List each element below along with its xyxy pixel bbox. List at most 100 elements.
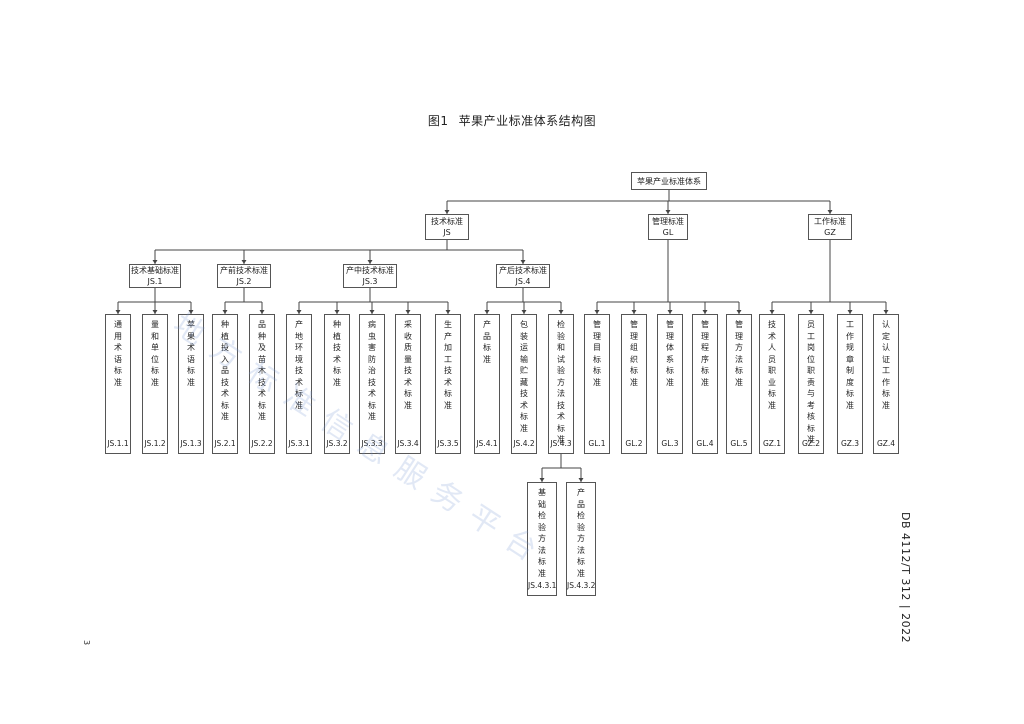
leaf-label: 管理体系标准 (666, 320, 674, 387)
sub-leaf-node: 基础检验方法标准 JS.4.3.1 (527, 482, 557, 596)
subcategory-code: JS.3 (362, 277, 378, 286)
connector-arrowhead (445, 310, 451, 314)
connector-arrowhead (152, 310, 158, 314)
leaf-label: 管理程序标准 (701, 320, 709, 387)
connector-arrowhead (769, 310, 775, 314)
leaf-label: 种植技术标准 (333, 320, 341, 387)
leaf-code: GZ.2 (801, 439, 821, 448)
connector-arrowhead (594, 310, 600, 314)
figure-title: 图1 苹果产业标准体系结构图 (0, 112, 1024, 129)
leaf-code: JS.3.4 (397, 439, 419, 448)
leaf-node: 认定认证工作标准 GZ.4 (873, 314, 899, 454)
connector-arrowhead (665, 210, 671, 214)
figure-number: 图1 (427, 114, 449, 128)
subcategory-label: 产中技术标准 (346, 266, 394, 275)
subcategory-label: 产后技术标准 (499, 266, 547, 275)
leaf-label: 管理组织标准 (630, 320, 638, 387)
sub-leaf-label: 基础检验方法标准 (538, 488, 546, 578)
subcategory-node-js4: 产后技术标准 JS.4 (496, 264, 550, 288)
connector-arrowhead (808, 310, 814, 314)
leaf-label: 量和单位标准 (151, 320, 159, 387)
leaf-code: GZ.4 (876, 439, 896, 448)
leaf-label: 采收质量技术标准 (404, 320, 412, 410)
leaf-label: 病虫害防治技术标准 (368, 320, 376, 421)
category-code: GL (662, 228, 674, 237)
connector-arrowhead (334, 310, 340, 314)
connector-arrowhead (484, 310, 490, 314)
leaf-label: 产地环境技术标准 (295, 320, 303, 410)
document-code-side-label: DB 4112/T 312 | 2022 (899, 512, 912, 644)
leaf-code: JS.1.3 (180, 439, 202, 448)
connector-arrowhead (152, 260, 158, 264)
connector-arrowhead (115, 310, 121, 314)
root-node: 苹果产业标准体系 (631, 172, 707, 190)
subcategory-label: 产前技术标准 (220, 266, 268, 275)
page-number: 3 (82, 639, 92, 646)
connector-arrowhead (367, 260, 373, 264)
connector-arrowhead (369, 310, 375, 314)
leaf-label: 管理方法标准 (735, 320, 743, 387)
leaf-label: 生产加工技术标准 (444, 320, 452, 410)
subcategory-code: JS.4 (515, 277, 531, 286)
leaf-code: JS.3.2 (326, 439, 348, 448)
sub-leaf-code: JS.4.3.2 (567, 581, 596, 590)
connector-arrowhead (827, 210, 833, 214)
category-label: 管理标准 (652, 217, 684, 226)
leaf-node: 种植技术标准 JS.3.2 (324, 314, 350, 454)
subcategory-node-js3: 产中技术标准 JS.3 (343, 264, 397, 288)
leaf-code: GL.4 (696, 439, 714, 448)
leaf-node: 病虫害防治技术标准 JS.3.3 (359, 314, 385, 454)
connector-arrowhead (241, 260, 247, 264)
leaf-label: 包装运输贮藏技术标准 (520, 320, 528, 433)
leaf-code: JS.3.3 (361, 439, 383, 448)
subcategory-code: JS.2 (236, 277, 252, 286)
leaf-label: 管理目标标准 (593, 320, 601, 387)
connector-arrowhead (259, 310, 265, 314)
leaf-label: 认定认证工作标准 (882, 320, 890, 410)
connector-arrowhead (847, 310, 853, 314)
leaf-code: JS.4.1 (476, 439, 498, 448)
connector-arrowhead (520, 260, 526, 264)
leaf-label: 品种及苗木技术标准 (258, 320, 266, 421)
leaf-code: GL.1 (588, 439, 606, 448)
leaf-code: GL.3 (661, 439, 679, 448)
connector-arrowhead (444, 210, 450, 214)
leaf-node: 管理目标标准 GL.1 (584, 314, 610, 454)
connector-arrowhead (883, 310, 889, 314)
leaf-label: 技术人员职业标准 (768, 320, 776, 410)
figure-caption: 苹果产业标准体系结构图 (458, 114, 597, 128)
leaf-label: 检验和试验方法技术标准 (557, 320, 565, 444)
leaf-label: 产品标准 (483, 320, 491, 364)
connector-arrowhead (631, 310, 637, 314)
leaf-node: 采收质量技术标准 JS.3.4 (395, 314, 421, 454)
category-code: JS (443, 228, 451, 237)
sub-leaf-code: JS.4.3.1 (528, 581, 557, 590)
leaf-code: GL.2 (625, 439, 643, 448)
connector-arrowhead (702, 310, 708, 314)
leaf-label: 工作规章制度标准 (846, 320, 854, 410)
category-label: 工作标准 (814, 217, 846, 226)
leaf-code: JS.1.2 (144, 439, 166, 448)
leaf-node: 产品标准 JS.4.1 (474, 314, 500, 454)
leaf-label: 通用术语标准 (114, 320, 122, 387)
connector-arrowhead (578, 478, 584, 482)
leaf-node: 管理组织标准 GL.2 (621, 314, 647, 454)
connector-arrowhead (405, 310, 411, 314)
leaf-code: GL.5 (730, 439, 748, 448)
